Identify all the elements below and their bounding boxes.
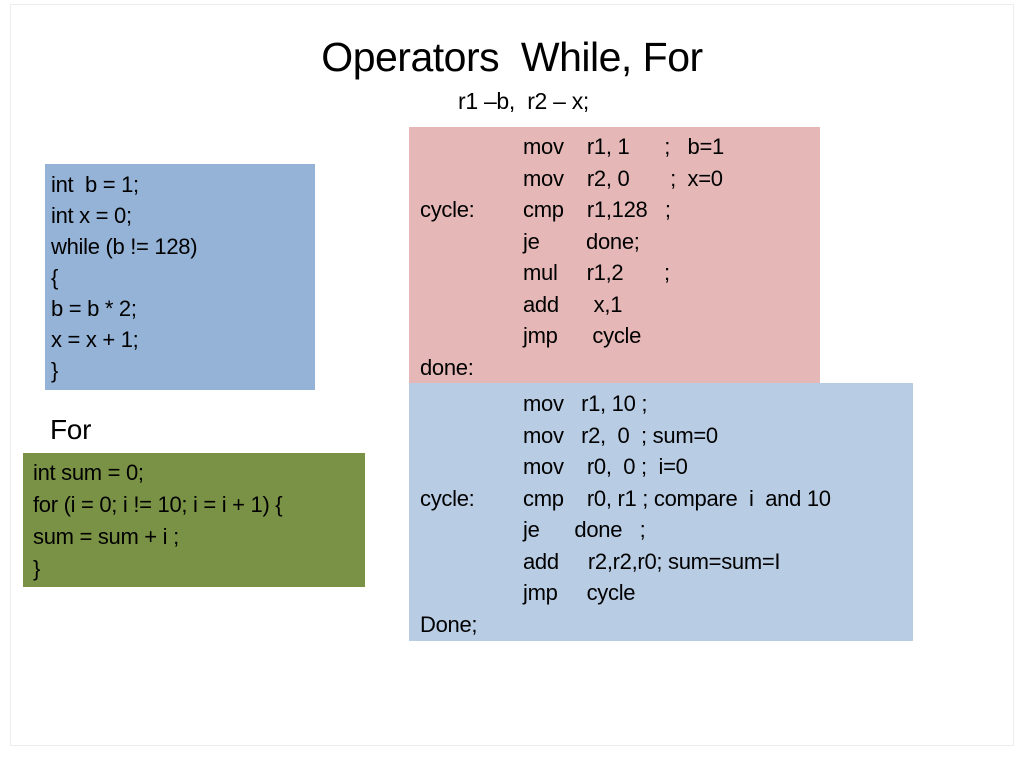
asm-line: add r2,r2,r0; sum=sum=I	[409, 546, 913, 578]
asm-instruction: jmp cycle	[523, 323, 642, 348]
asm-line: add x,1	[409, 289, 820, 321]
asm-line: cycle: cmp r0, r1 ; compare i and 10	[409, 483, 913, 515]
asm-label: Done;	[420, 611, 478, 637]
asm-label	[409, 163, 523, 195]
asm-instruction: mul r1,2 ;	[523, 260, 670, 285]
asm-label	[409, 131, 523, 163]
asm-label	[409, 451, 523, 483]
asm-label: cycle:	[420, 485, 475, 511]
for-section-label: For	[50, 414, 92, 445]
asm-label	[409, 226, 523, 258]
asm-line: mov r2, 0 ; x=0	[409, 163, 820, 195]
while-asm-box: mov r1, 1 ; b=1 mov r2, 0 ; x=0 cycle: cm…	[409, 127, 820, 383]
asm-line: done:	[409, 352, 820, 384]
asm-instruction: cmp r0, r1 ; compare i and 10	[523, 485, 831, 511]
asm-instruction: jmp cycle	[523, 580, 636, 605]
asm-instruction: mov r1, 10 ;	[523, 391, 648, 416]
asm-label: cycle:	[420, 197, 475, 222]
code-line: for (i = 0; i != 10; i = i + 1) {	[33, 492, 283, 517]
code-line: while (b != 128)	[51, 234, 198, 259]
asm-line: mov r1, 1 ; b=1	[409, 131, 820, 163]
code-line: }	[33, 556, 41, 581]
asm-line: je done ;	[409, 514, 913, 546]
asm-line: jmp cycle	[409, 320, 820, 352]
asm-instruction: add x,1	[523, 291, 623, 317]
asm-instruction: je done;	[523, 228, 640, 254]
asm-label	[409, 546, 523, 578]
code-line: int sum = 0;	[33, 460, 144, 485]
asm-line: mov r1, 10 ;	[409, 388, 913, 420]
asm-label	[409, 289, 523, 321]
asm-line: mov r0, 0 ; i=0	[409, 451, 913, 483]
code-line: }	[51, 358, 59, 383]
asm-label	[409, 514, 523, 546]
asm-instruction: add r2,r2,r0; sum=sum=I	[523, 548, 781, 574]
code-line: int b = 1;	[51, 172, 139, 197]
code-line: b = b * 2;	[51, 296, 137, 321]
asm-label	[409, 420, 523, 452]
asm-label: done:	[420, 354, 474, 380]
asm-line: mov r2, 0 ; sum=0	[409, 420, 913, 452]
asm-line: mul r1,2 ;	[409, 257, 820, 289]
asm-instruction: cmp r1,128 ;	[523, 197, 671, 222]
asm-instruction: mov r2, 0 ; x=0	[523, 165, 723, 191]
asm-instruction: je done ;	[523, 517, 646, 542]
asm-instruction: mov r2, 0 ; sum=0	[523, 422, 718, 448]
slide-subtitle: r1 –b, r2 – x;	[458, 88, 590, 114]
asm-label	[409, 257, 523, 289]
for-asm-box: mov r1, 10 ; mov r2, 0 ; sum=0 mov r0, 0…	[409, 383, 913, 641]
code-line: {	[51, 265, 59, 290]
while-c-code-box: int b = 1; int x = 0; while (b != 128) {…	[45, 164, 315, 390]
code-line: x = x + 1;	[51, 327, 139, 352]
asm-line: jmp cycle	[409, 577, 913, 609]
slide-title: Operators While, For	[321, 34, 703, 80]
code-line: sum = sum + i ;	[33, 524, 179, 549]
asm-line: Done;	[409, 609, 913, 641]
asm-label	[409, 320, 523, 352]
asm-line: je done;	[409, 226, 820, 258]
asm-label	[409, 577, 523, 609]
asm-label	[409, 388, 523, 420]
code-line: int x = 0;	[51, 203, 132, 228]
for-c-code-box: int sum = 0; for (i = 0; i != 10; i = i …	[23, 453, 365, 587]
asm-instruction: mov r1, 1 ; b=1	[523, 134, 724, 159]
asm-instruction: mov r0, 0 ; i=0	[523, 454, 688, 479]
asm-line: cycle: cmp r1,128 ;	[409, 194, 820, 226]
